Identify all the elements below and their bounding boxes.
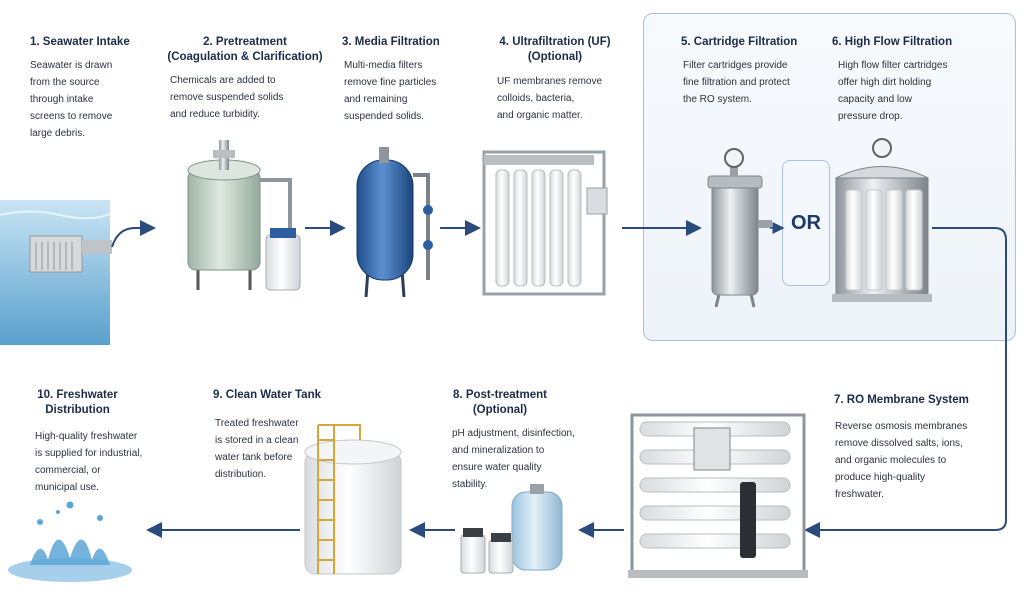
freshwater-splash-illustration: [8, 501, 132, 582]
step10-desc: High-quality freshwater is supplied for …: [35, 431, 143, 493]
step4-desc: UF membranes remove colloids, bacteria, …: [497, 76, 603, 121]
step5-title: 5. Cartridge Filtration: [681, 36, 798, 48]
step2-desc: Chemicals are added to remove suspended …: [170, 75, 284, 120]
high-flow-filter-illustration: [832, 138, 932, 302]
step4-title: 4. Ultrafiltration (UF) (Optional): [499, 36, 611, 63]
seawater-intake-illustration: [0, 200, 112, 345]
pretreatment-tank-illustration: [187, 140, 301, 291]
step3-desc: Multi-media filters remove fine particle…: [344, 60, 437, 122]
step1-title: 1. Seawater Intake: [30, 36, 130, 48]
step10-title: 10. Freshwater Distribution: [37, 389, 118, 416]
step6-desc: High flow filter cartridges offer high d…: [838, 60, 948, 122]
step9-title: 9. Clean Water Tank: [213, 389, 322, 401]
step8-title: 8. Post-treatment (Optional): [453, 389, 547, 416]
step3-title: 3. Media Filtration: [342, 36, 440, 48]
step6-title: 6. High Flow Filtration: [832, 36, 953, 48]
media-filter-illustration: [356, 147, 433, 298]
step8-desc: pH adjustment, disinfection, and mineral…: [452, 428, 575, 490]
cartridge-filter-illustration: [707, 148, 772, 308]
ultrafiltration-rack-illustration: [482, 150, 608, 296]
step7-desc: Reverse osmosis membranes remove dissolv…: [835, 421, 968, 500]
step7-title: 7. RO Membrane System: [834, 394, 969, 406]
step9-desc: Treated freshwater is stored in a clean …: [215, 418, 299, 480]
step2-title: 2. Pretreatment (Coagulation & Clarifica…: [167, 36, 323, 63]
clean-water-tank-illustration: [304, 424, 402, 575]
step1-desc: Seawater is drawn from the source throug…: [30, 60, 113, 139]
step5-desc: Filter cartridges provide fine filtratio…: [683, 60, 790, 105]
ro-membrane-system-illustration: [628, 413, 808, 578]
post-treatment-illustration: [460, 484, 563, 574]
or-divider: OR: [782, 160, 830, 286]
